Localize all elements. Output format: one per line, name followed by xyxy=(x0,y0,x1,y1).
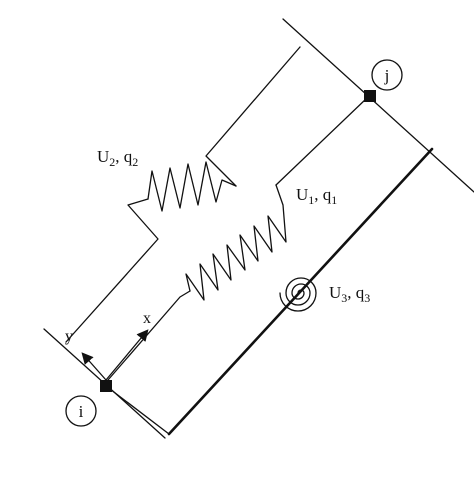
spring-2-upper-rail xyxy=(205,46,301,187)
right-end-line xyxy=(282,18,474,193)
spring-3-label: U3, q3 xyxy=(329,283,370,305)
node-i-circle xyxy=(65,395,97,427)
x-axis-arrow xyxy=(105,329,149,381)
y-axis-label: y xyxy=(65,328,73,345)
node-j-circle xyxy=(371,59,403,91)
x-axis-label: x xyxy=(143,310,151,327)
node-j-marker xyxy=(364,90,376,102)
node-i-label: i xyxy=(79,402,84,421)
spring-2-label: U2, q2 xyxy=(97,147,138,169)
spring-1-lower-lead xyxy=(107,290,191,381)
spring-2-lower-rail xyxy=(65,198,159,343)
spring-1-upper-lead xyxy=(275,97,368,186)
spring-1-zigzag xyxy=(185,184,287,301)
spring-3-rail xyxy=(167,147,434,436)
torsion-spiral xyxy=(279,277,317,312)
spring-1-label: U1, q1 xyxy=(296,185,337,207)
spring-3-stub xyxy=(105,385,170,435)
node-j-label: j xyxy=(384,66,390,85)
y-axis-arrow xyxy=(81,352,107,381)
node-i-marker xyxy=(100,380,112,392)
spring-2-zigzag xyxy=(147,161,237,212)
